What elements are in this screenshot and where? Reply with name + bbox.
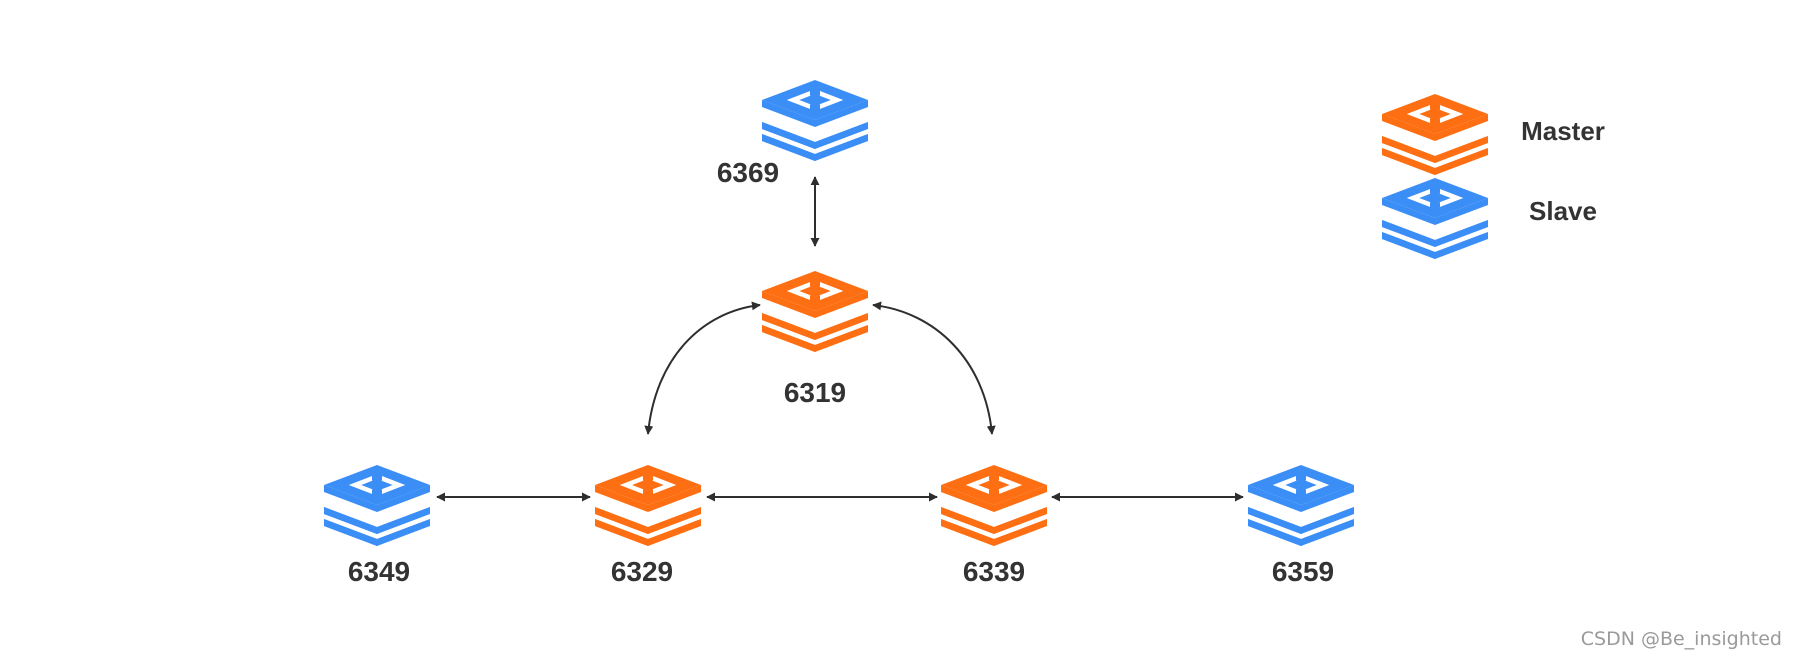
node-label-6359: 6359 (1272, 556, 1334, 587)
node-label-6349: 6349 (348, 556, 410, 587)
redis-stack-icon (941, 465, 1047, 546)
redis-stack-icon (595, 465, 701, 546)
redis-stack-icon (1248, 465, 1354, 546)
legend-slave-label: Slave (1529, 196, 1597, 226)
connections (436, 176, 1244, 502)
node-label-6339: 6339 (963, 556, 1025, 587)
edge-6319-6329 (644, 301, 761, 435)
redis-stack-icon (762, 80, 868, 161)
redis-stack-icon (1382, 178, 1488, 259)
legend: Master Slave (1382, 94, 1605, 259)
redis-stack-icon (1382, 94, 1488, 175)
edge-6319-6339 (872, 301, 996, 435)
redis-stack-icon (762, 271, 868, 352)
legend-slave-icon (1382, 178, 1488, 259)
node-label-6329: 6329 (611, 556, 673, 587)
node-6349: 6349 (324, 465, 430, 587)
node-label-6369: 6369 (717, 157, 779, 188)
redis-stack-icon (324, 465, 430, 546)
node-6359: 6359 (1248, 465, 1354, 587)
nodes: 6369 6319 6349 6329 6339 6359 (324, 80, 1354, 587)
node-6369: 6369 (717, 80, 868, 188)
legend-master-icon (1382, 94, 1488, 175)
node-6319: 6319 (762, 271, 868, 408)
node-6339: 6339 (941, 465, 1047, 587)
legend-master-label: Master (1521, 116, 1605, 146)
node-6329: 6329 (595, 465, 701, 587)
node-label-6319: 6319 (784, 377, 846, 408)
watermark: CSDN @Be_insighted (1581, 628, 1782, 650)
